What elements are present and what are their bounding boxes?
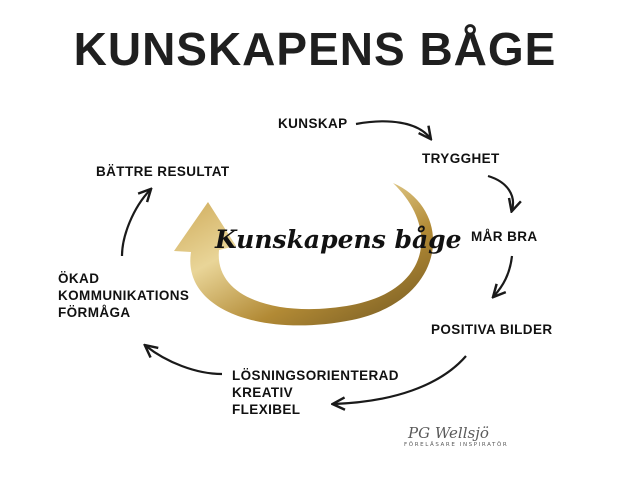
step-trygghet: TRYGGHET — [422, 151, 500, 166]
center-label: Kunskapens båge — [215, 225, 462, 254]
arrow-marbra-positiva — [494, 255, 514, 296]
arrow-losning-okad — [146, 346, 223, 376]
arrow-positiva-losning — [334, 355, 467, 404]
step-line: FÖRMÅGA — [58, 305, 131, 320]
step-line: KOMMUNIKATIONS — [58, 288, 190, 303]
step-losningsorienterad: LÖSNINGSORIENTERAD KREATIV FLEXIBEL — [232, 367, 399, 418]
step-line: KREATIV — [232, 385, 294, 400]
arrow-kunskap-trygghet — [355, 120, 430, 138]
step-mar-bra: MÅR BRA — [471, 229, 538, 244]
step-positiva-bilder: POSITIVA BILDER — [431, 322, 553, 337]
step-kunskap: KUNSKAP — [278, 116, 348, 131]
arrow-okad-battre — [120, 190, 150, 257]
gold-swoosh-arc — [174, 183, 434, 326]
step-line: LÖSNINGSORIENTERAD — [232, 368, 399, 383]
page-title: KUNSKAPENS BÅGE — [73, 23, 557, 75]
logo-signature: PG Wellsjö — [408, 424, 489, 442]
arrow-trygghet-marbra — [487, 174, 513, 210]
step-okad-kommunikationsformaga: ÖKAD KOMMUNIKATIONS FÖRMÅGA — [58, 270, 189, 321]
logo-tagline: FÖRELÄSARE INSPIRATÖR — [404, 442, 509, 448]
step-line: FLEXIBEL — [232, 402, 301, 417]
step-battre-resultat: BÄTTRE RESULTAT — [96, 164, 230, 179]
step-line: ÖKAD — [58, 271, 100, 286]
